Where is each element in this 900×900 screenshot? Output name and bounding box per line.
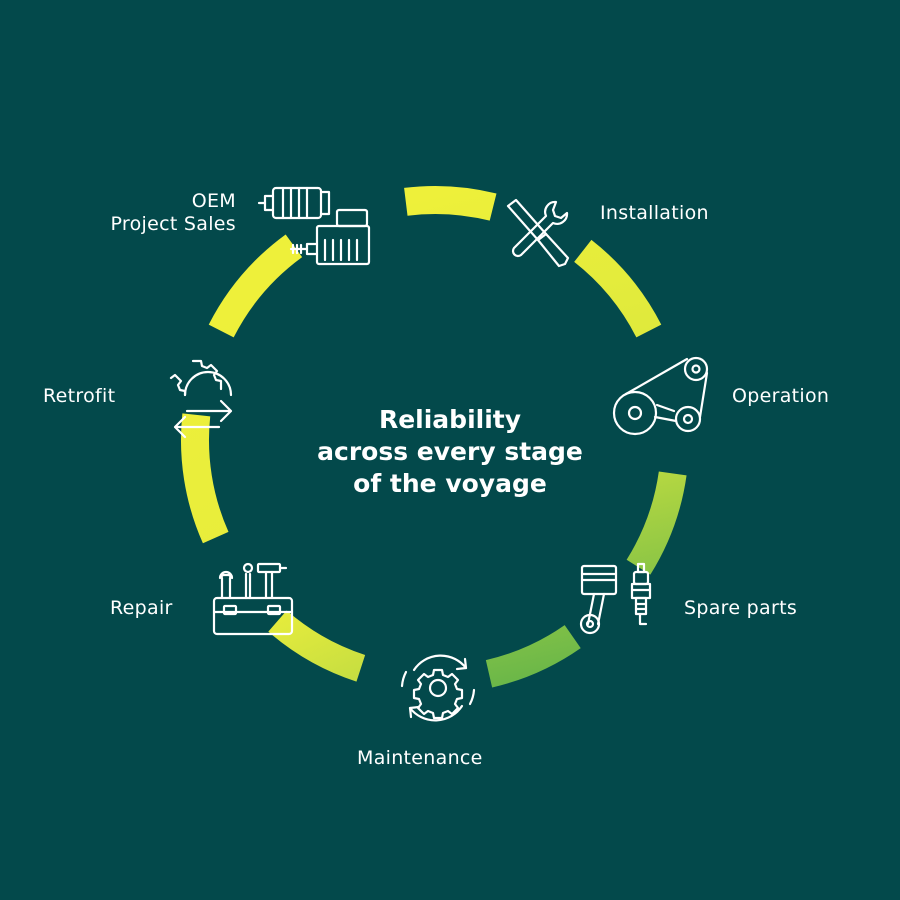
gear-arrows-icon <box>165 355 241 445</box>
label-installation: Installation <box>600 202 709 225</box>
label-retrofit: Retrofit <box>43 385 115 408</box>
arc-segment-upper-left <box>208 234 303 338</box>
arc-segment-lower-right <box>485 624 581 688</box>
label-maintenance-text: Maintenance <box>357 747 483 769</box>
arc-segment-bottom-left <box>268 610 366 682</box>
label-spare-parts: Spare parts <box>684 597 797 620</box>
wrench-screwdriver-icon <box>502 196 578 268</box>
label-maintenance: Maintenance <box>357 747 483 770</box>
motor-engine-icon <box>255 180 375 270</box>
label-repair: Repair <box>110 597 173 620</box>
arc-segment-upper-right <box>573 239 662 338</box>
center-title-line3: of the voyage <box>353 469 547 498</box>
toolbox-icon <box>210 556 296 638</box>
label-oem-line2: Project Sales <box>110 213 236 235</box>
label-spare-parts-text: Spare parts <box>684 597 798 619</box>
piston-spark-plug-icon <box>574 562 660 638</box>
center-title-line2: across every stage <box>317 437 583 466</box>
gear-cycle-icon <box>396 646 480 730</box>
center-title: Reliability across every stage of the vo… <box>250 404 650 500</box>
label-retrofit-text: Retrofit <box>43 385 116 407</box>
arc-segment-right <box>626 471 687 575</box>
label-operation: Operation <box>732 385 829 408</box>
center-title-line1: Reliability <box>378 405 522 434</box>
label-oem-project-sales: OEM Project Sales <box>78 190 236 236</box>
label-oem-line1: OEM <box>191 190 236 212</box>
label-operation-text: Operation <box>732 385 830 407</box>
belt-pulley-icon <box>610 355 714 441</box>
arc-segment-top <box>404 186 497 221</box>
label-installation-text: Installation <box>600 202 709 224</box>
label-repair-text: Repair <box>110 597 173 619</box>
